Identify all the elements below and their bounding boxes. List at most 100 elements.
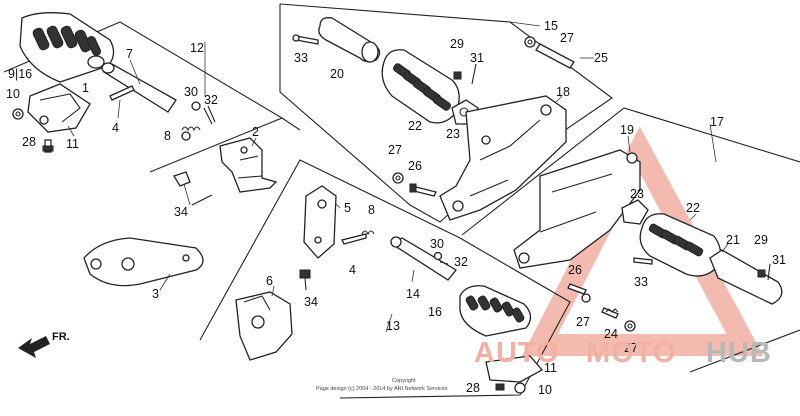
callout-31a: 31 bbox=[470, 51, 484, 65]
pin-31-upper bbox=[471, 63, 477, 85]
bracket-19 bbox=[513, 149, 641, 269]
callout-27b: 27 bbox=[388, 143, 402, 157]
pin-31-right bbox=[767, 263, 771, 281]
callout-5: 5 bbox=[344, 201, 351, 215]
footpeg-16-lower bbox=[459, 285, 532, 337]
callout-16: 16 bbox=[428, 305, 442, 319]
copyright-text: Page design (c) 2004 - 2014 by ARI Netwo… bbox=[316, 386, 448, 392]
bolt-34-left bbox=[173, 171, 191, 206]
washer-27-right bbox=[581, 293, 591, 303]
callout-33b: 33 bbox=[634, 275, 648, 289]
callout-31b: 31 bbox=[772, 253, 786, 267]
copyright-title: Copyright bbox=[392, 378, 416, 384]
peg-shaft-21 bbox=[709, 249, 783, 305]
nut-29-upper bbox=[453, 71, 462, 80]
callout-29a: 29 bbox=[450, 37, 464, 51]
callout-24: 24 bbox=[604, 327, 618, 341]
watermark-moto: MOTO bbox=[586, 337, 676, 369]
plate-23-right bbox=[621, 199, 649, 225]
callout-26a: 26 bbox=[408, 159, 422, 173]
group-frame-17 bbox=[461, 107, 800, 373]
callout-17: 17 bbox=[710, 115, 724, 129]
cotter-32-center bbox=[439, 261, 449, 265]
callout-22a: 22 bbox=[408, 119, 422, 133]
washer-27-upper-2 bbox=[392, 172, 404, 184]
callout-8b: 8 bbox=[368, 203, 375, 217]
watermark-hub: HUB bbox=[706, 337, 772, 369]
bracket-11-lower bbox=[485, 355, 544, 383]
callout-7: 7 bbox=[126, 47, 133, 61]
callout-4b: 4 bbox=[349, 263, 356, 277]
callout-25: 25 bbox=[594, 51, 608, 65]
callout-19: 19 bbox=[620, 123, 634, 137]
pivot-pin-7 bbox=[101, 62, 177, 113]
callout-33a: 33 bbox=[294, 51, 308, 65]
front-direction-arrow: FR. bbox=[18, 331, 70, 358]
callout-32b: 32 bbox=[454, 255, 468, 269]
callout-14: 14 bbox=[406, 287, 420, 301]
bracket-11-left bbox=[27, 83, 91, 133]
callout-27c: 27 bbox=[576, 315, 590, 329]
nut-29-right bbox=[757, 269, 766, 278]
callout-10b: 10 bbox=[538, 383, 552, 397]
callout-9-16: 9|16 bbox=[8, 67, 32, 81]
callout-28a: 28 bbox=[22, 135, 36, 149]
watermark-text: AUTO MOTO HUB bbox=[474, 337, 772, 369]
callout-10a: 10 bbox=[6, 87, 20, 101]
callout-29b: 29 bbox=[754, 233, 768, 247]
callout-13: 13 bbox=[386, 319, 400, 333]
callout-20: 20 bbox=[330, 67, 344, 81]
bolt-28-lower bbox=[495, 383, 505, 391]
callout-6: 6 bbox=[266, 274, 273, 288]
bracket-6 bbox=[235, 291, 293, 361]
bolt-33-right bbox=[633, 257, 653, 265]
callout-3: 3 bbox=[152, 287, 159, 301]
callout-32a: 32 bbox=[204, 93, 218, 107]
callout-34a: 34 bbox=[174, 205, 188, 219]
front-label: FR. bbox=[52, 331, 70, 343]
callout-8a: 8 bbox=[164, 129, 171, 143]
callout-26b: 26 bbox=[568, 263, 582, 277]
bolt-33-upper bbox=[292, 34, 319, 45]
washer-30-left bbox=[191, 101, 201, 111]
washer-10-lower bbox=[514, 382, 526, 394]
spring-8-left bbox=[181, 126, 201, 141]
pin-4-left bbox=[109, 85, 135, 101]
callout-21: 21 bbox=[726, 233, 740, 247]
callout-28b: 28 bbox=[466, 381, 480, 395]
bolt-34-center bbox=[299, 269, 311, 291]
callout-22b: 22 bbox=[686, 201, 700, 215]
callout-11a: 11 bbox=[66, 137, 79, 151]
washer-27-right-2 bbox=[624, 320, 636, 332]
callout-27a: 27 bbox=[560, 31, 574, 45]
copyright-block: Copyright Page design (c) 2004 - 2014 by… bbox=[316, 378, 448, 392]
group-frame-13 bbox=[199, 159, 571, 399]
washer-10-left bbox=[12, 108, 24, 120]
bolt-24 bbox=[601, 307, 619, 319]
washer-27-upper bbox=[524, 36, 536, 48]
callout-30b: 30 bbox=[430, 237, 444, 251]
bracket-18 bbox=[439, 95, 567, 221]
peg-shaft-20 bbox=[318, 17, 381, 63]
bracket-2 bbox=[219, 137, 278, 193]
bolt-28-left bbox=[42, 139, 54, 153]
callout-30a: 30 bbox=[184, 85, 198, 99]
washer-30-center bbox=[433, 251, 443, 261]
cotter-pin-32-left bbox=[203, 105, 216, 125]
callout-23a: 23 bbox=[446, 127, 460, 141]
pin-4-center bbox=[341, 233, 367, 245]
callout-18: 18 bbox=[556, 85, 570, 99]
bracket-3 bbox=[83, 237, 204, 287]
callout-11b: 11 bbox=[544, 361, 557, 375]
callout-4a: 4 bbox=[112, 121, 119, 135]
watermark-auto: AUTO bbox=[474, 337, 560, 369]
bolt-26-upper bbox=[409, 183, 437, 197]
callout-15: 15 bbox=[544, 19, 558, 33]
spring-8-center bbox=[361, 230, 375, 236]
peg-shaft-14 bbox=[390, 236, 457, 281]
callout-23b: 23 bbox=[630, 187, 644, 201]
bracket-5 bbox=[303, 185, 337, 259]
footpeg-22-upper bbox=[381, 49, 460, 124]
footpeg-left-rubber bbox=[19, 12, 115, 83]
